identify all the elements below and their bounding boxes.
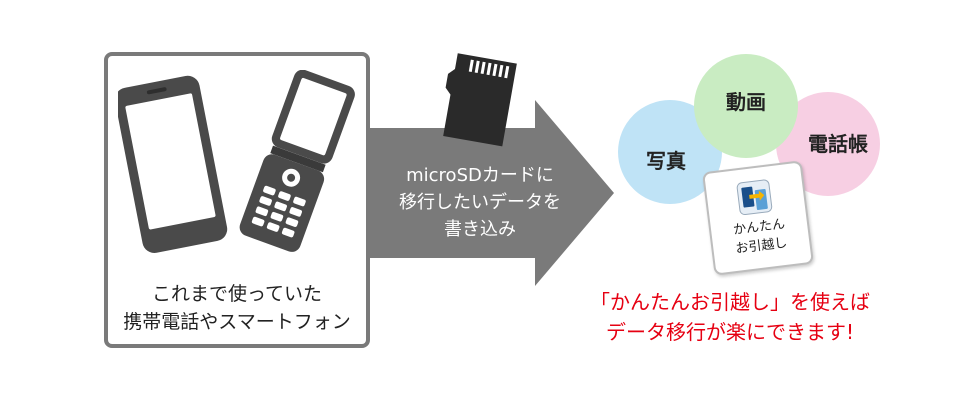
arrow-line-3: 書き込み [444,219,516,240]
promo-line-1: 「かんたんお引越し」を使えば [590,290,870,314]
flip-phone-icon [239,70,355,252]
bubble-photo-label: 写真 [646,148,686,173]
arrow-line-1: microSDカードに [406,165,554,186]
caption-line-1: これまで使っていた [151,283,323,305]
app-name: かんたん お引越し [710,212,810,261]
old-phones-caption: これまで使っていた 携帯電話やスマートフォン [104,280,370,336]
app-icon [736,179,773,216]
bubble-video-label: 動画 [726,89,766,114]
bubble-phonebook-label: 電話帳 [808,131,868,156]
app-tile: かんたん お引越し [702,160,814,276]
bubble-video: 動画 [694,54,798,158]
arrow-label: microSDカードに 移行したいデータを 書き込み [374,162,586,243]
arrow-line-2: 移行したいデータを [399,192,561,213]
caption-line-2: 携帯電話やスマートフォン [123,311,351,333]
promo-text: 「かんたんお引越し」を使えば データ移行が楽にできます! [560,287,900,347]
smartphone-icon [118,75,228,253]
microsd-card-icon [443,53,517,147]
promo-line-2: データ移行が楽にできます! [605,320,855,344]
